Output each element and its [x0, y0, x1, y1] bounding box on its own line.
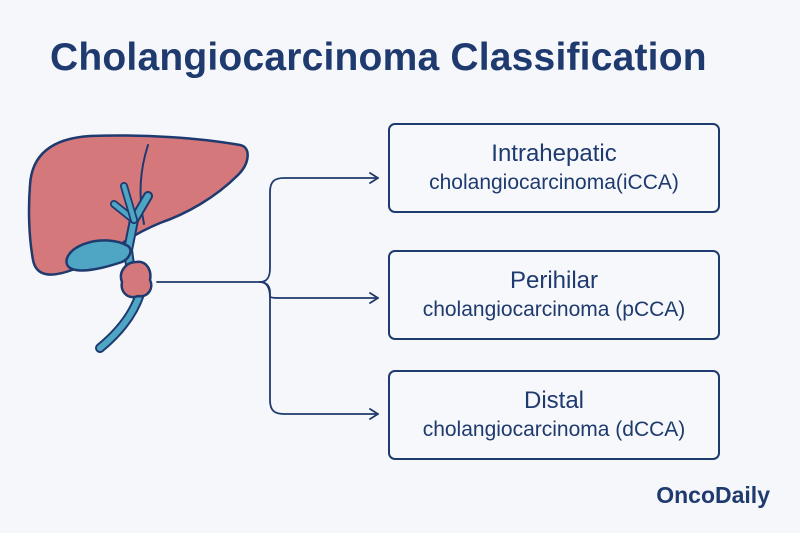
arrow-to-perihilar: [259, 281, 379, 304]
connector-lines: [156, 172, 379, 420]
category-name: Perihilar: [509, 267, 599, 294]
category-box-perihilar: Perihilar cholangiocarcinoma (pCCA): [388, 250, 720, 340]
category-name: Distal: [523, 387, 584, 414]
arrow-to-distal: [259, 281, 379, 420]
category-full-name: cholangiocarcinoma (pCCA): [422, 298, 686, 321]
category-full-name: cholangiocarcinoma (dCCA): [422, 418, 686, 441]
gallbladder-icon: [65, 239, 132, 272]
category-box-distal: Distal cholangiocarcinoma (dCCA): [388, 370, 720, 460]
page-title: Cholangiocarcinoma Classification: [50, 36, 707, 79]
brand-logo-text: OncoDaily: [656, 482, 770, 508]
bile-duct-icon: [95, 182, 153, 353]
liver-illustration: [27, 134, 249, 353]
tumor-icon: [119, 260, 153, 299]
category-full-name: cholangiocarcinoma(iCCA): [429, 171, 679, 194]
category-name: Intrahepatic: [491, 140, 617, 167]
category-box-intrahepatic: Intrahepatic cholangiocarcinoma(iCCA): [388, 123, 720, 213]
arrow-to-intrahepatic: [259, 172, 379, 283]
